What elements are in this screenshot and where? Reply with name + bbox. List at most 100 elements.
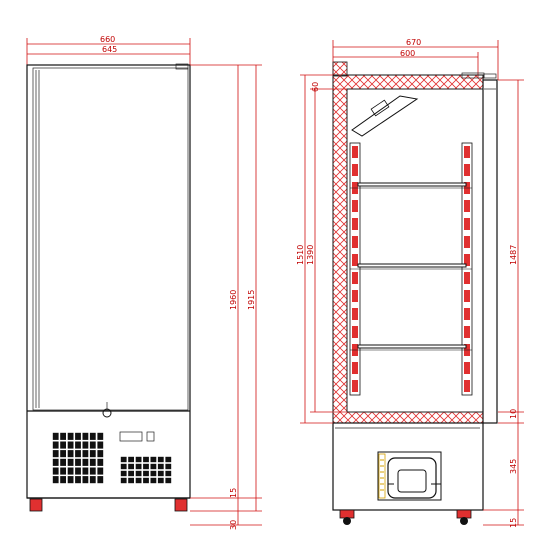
vent-slot — [150, 477, 157, 484]
vent-slot — [150, 456, 157, 463]
rack-slot — [352, 218, 358, 230]
vent-slot — [75, 458, 81, 466]
rack-slot — [352, 236, 358, 248]
front-display-button — [146, 431, 155, 442]
vent-slot — [52, 476, 59, 484]
front-foot-left — [29, 498, 43, 512]
shelf — [357, 182, 467, 187]
vent-slot — [67, 432, 74, 440]
rack-slot — [464, 272, 470, 284]
vent-slot — [60, 467, 66, 475]
dim-side-foot-height: 15 — [509, 518, 518, 528]
dim-side-bottom-insulation: 10 — [509, 409, 518, 419]
side-evaporator-unit — [351, 95, 419, 137]
vent-slot — [67, 458, 74, 466]
vent-slot — [89, 432, 96, 440]
vent-slot — [165, 477, 172, 484]
rack-slot — [352, 164, 358, 176]
front-foot-right — [174, 498, 188, 512]
front-door-panel — [32, 67, 189, 411]
vent-slot — [82, 476, 89, 484]
vent-slot — [120, 463, 127, 470]
vent-slot — [97, 467, 104, 475]
vent-slot — [135, 470, 142, 477]
side-view: 670 600 — [296, 38, 524, 528]
dim-front-foot-height: 30 — [229, 520, 238, 530]
side-compressor-compartment — [332, 422, 484, 511]
vent-slot — [67, 441, 74, 449]
vent-slot — [82, 441, 89, 449]
vent-slot — [89, 441, 96, 449]
vent-slot — [165, 456, 172, 463]
rack-slot — [464, 218, 470, 230]
dim-front-outer-width: 660 — [100, 35, 115, 44]
vent-slot — [52, 441, 59, 449]
vent-slot — [143, 470, 149, 477]
vent-slot — [165, 470, 172, 477]
vent-slot — [135, 456, 142, 463]
vent-slot — [60, 441, 66, 449]
vent-slot — [128, 477, 134, 484]
side-caster-left — [339, 509, 355, 525]
side-left-dimensions: 60 1510 1390 — [296, 74, 347, 424]
rack-slot — [464, 308, 470, 320]
side-caster-right — [456, 509, 472, 525]
vent-slot — [97, 450, 104, 458]
dim-side-door-height: 1487 — [509, 245, 518, 265]
vent-slot — [97, 458, 104, 466]
vent-slot — [97, 476, 104, 484]
vent-slot — [75, 432, 81, 440]
vent-slot — [52, 458, 59, 466]
dim-side-outer-depth: 670 — [406, 38, 421, 47]
dim-front-plinth-gap: 15 — [229, 488, 238, 498]
rack-slot — [464, 380, 470, 392]
vent-slot — [150, 463, 157, 470]
vent-slot — [165, 463, 172, 470]
vent-slot — [75, 450, 81, 458]
rack-slot — [352, 254, 358, 266]
dim-side-inner-depth: 600 — [400, 49, 415, 58]
vent-slot — [82, 432, 89, 440]
dim-front-total-height: 1960 — [229, 290, 238, 310]
vent-slot — [157, 477, 164, 484]
vent-slot — [128, 463, 134, 470]
vent-slot — [128, 456, 134, 463]
side-top-corner — [332, 61, 348, 77]
vent-slot — [120, 470, 127, 477]
vent-slot — [52, 467, 59, 475]
side-compressor-icon — [377, 451, 442, 501]
front-vertical-dimensions: 1960 1915 15 30 — [190, 64, 262, 530]
vent-slot — [120, 477, 127, 484]
rack-slot — [352, 380, 358, 392]
vent-slot — [52, 450, 59, 458]
side-right-dimensions: 1487 10 345 15 — [483, 79, 524, 528]
vent-slot — [143, 463, 149, 470]
dim-front-cabinet-height: 1915 — [247, 290, 256, 310]
vent-slot — [82, 467, 89, 475]
vent-slot — [135, 477, 142, 484]
front-display-panel — [119, 431, 143, 442]
shelf — [357, 344, 467, 349]
rack-slot — [464, 362, 470, 374]
vent-slot — [135, 463, 142, 470]
vent-slot — [143, 477, 149, 484]
vent-slot — [75, 467, 81, 475]
rack-slot — [464, 200, 470, 212]
front-top-dimensions: 660 645 — [26, 35, 191, 68]
dim-side-top-insulation: 60 — [311, 82, 320, 92]
rack-slot — [464, 326, 470, 338]
vent-slot — [157, 463, 164, 470]
vent-slot — [60, 458, 66, 466]
rack-slot — [352, 146, 358, 158]
rack-slot — [464, 146, 470, 158]
rack-slot — [464, 290, 470, 302]
dim-side-compressor-height: 345 — [509, 459, 518, 474]
vent-slot — [128, 470, 134, 477]
vent-slot — [97, 441, 104, 449]
vent-slot — [120, 456, 127, 463]
side-door — [482, 79, 498, 424]
rack-slot — [464, 236, 470, 248]
rack-slot — [352, 326, 358, 338]
vent-slot — [150, 470, 157, 477]
